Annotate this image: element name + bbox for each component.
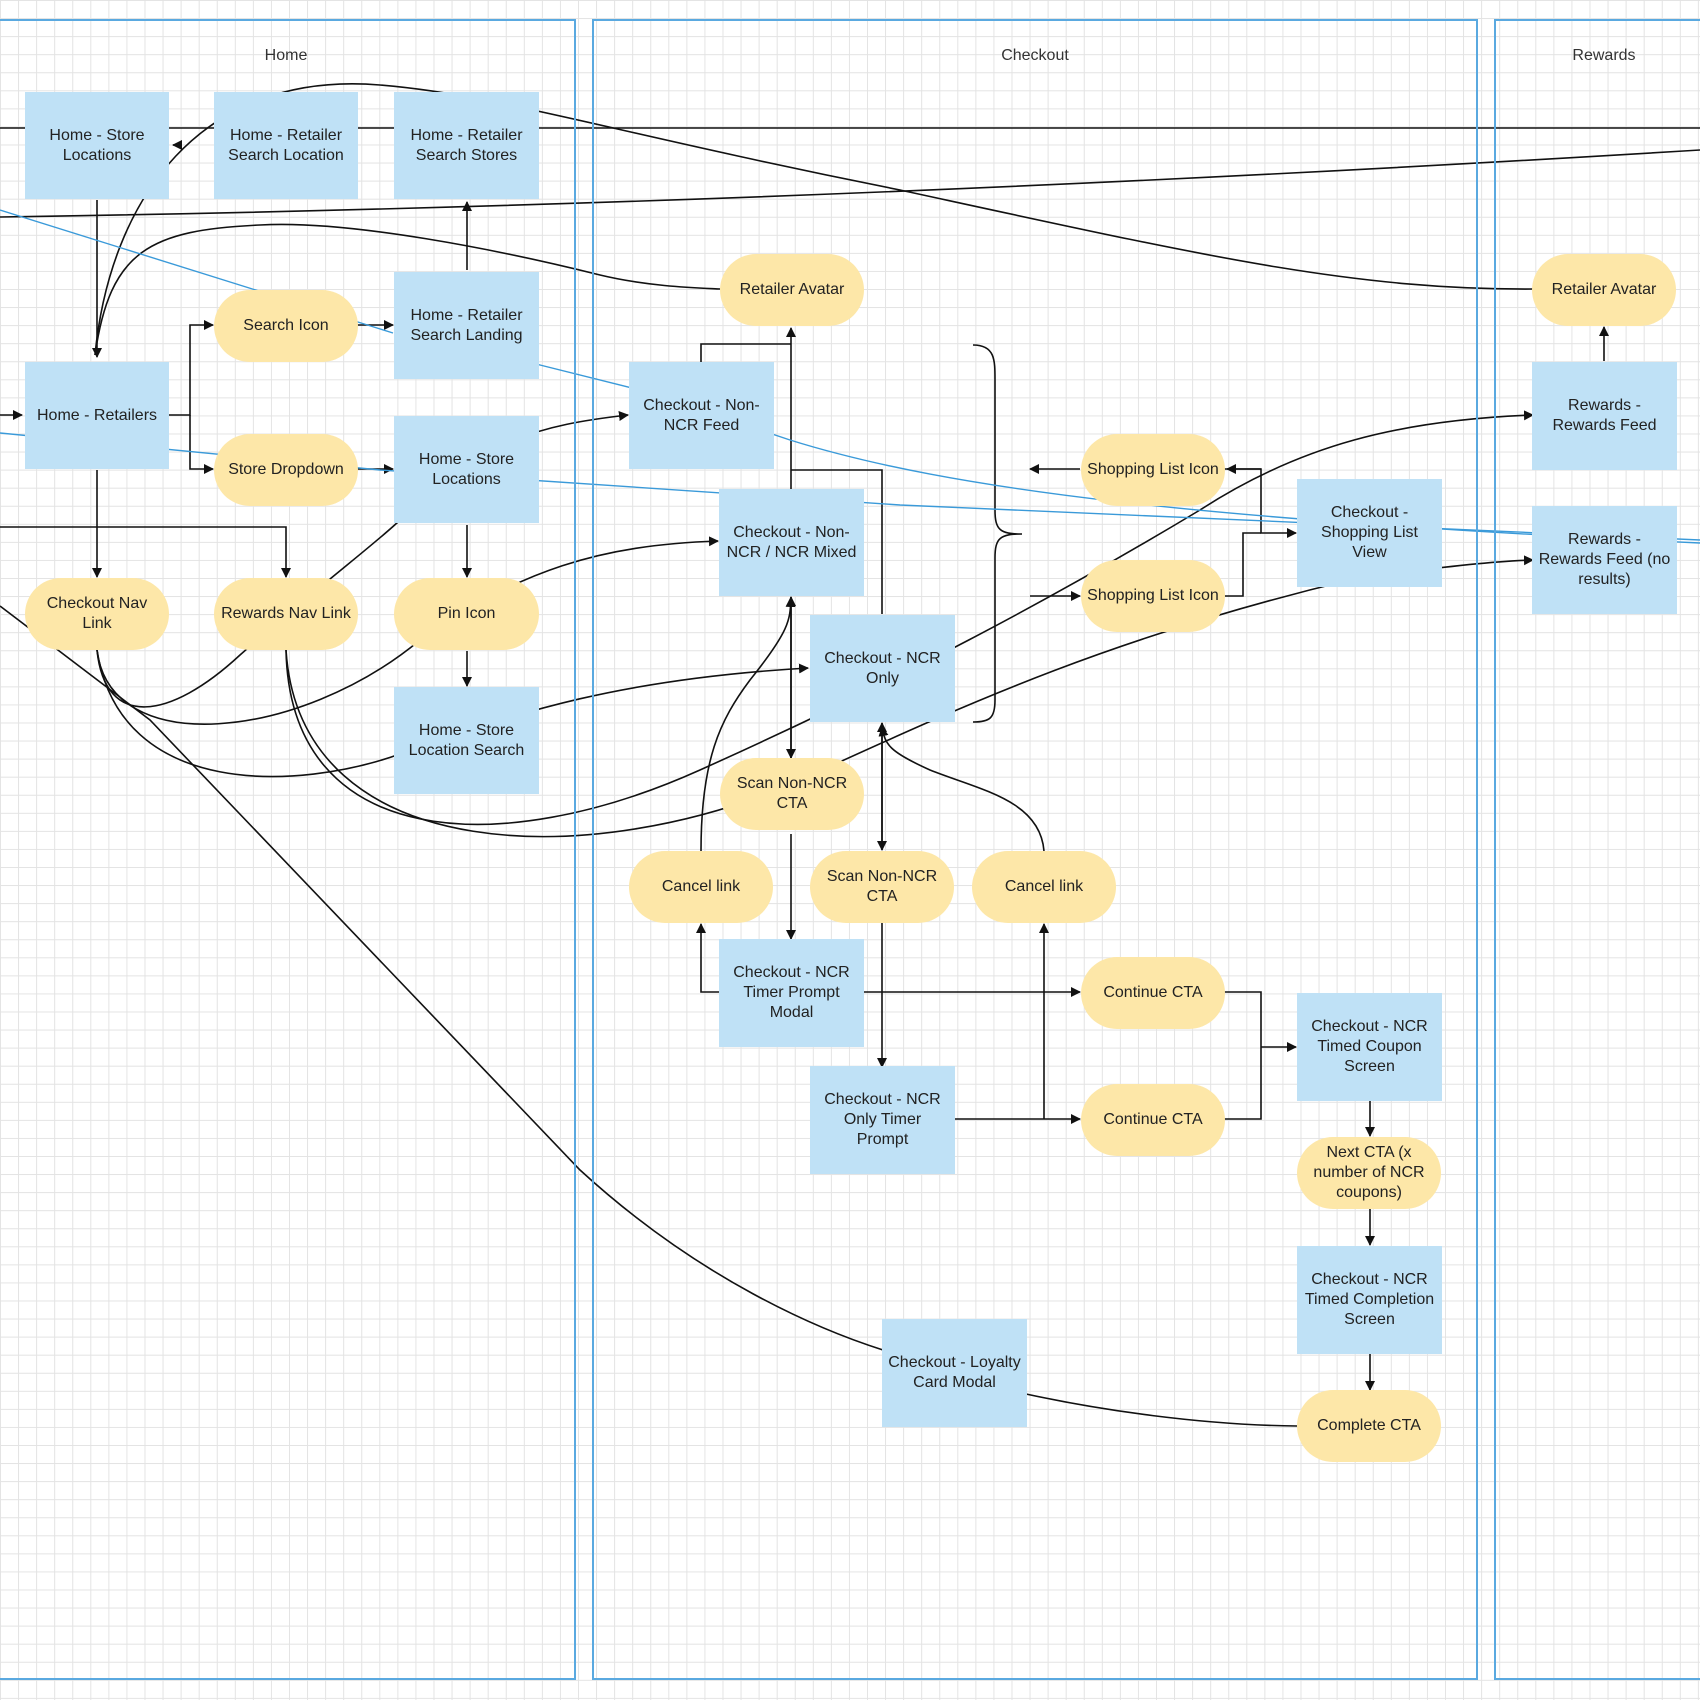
lane-title: Checkout (1001, 47, 1069, 64)
lane-title: Home (264, 47, 308, 64)
screen-ncr-timer-prompt-modal[interactable]: Checkout - NCR Timer Prompt Modal (719, 939, 864, 1047)
screen-home-retailer-search-stores[interactable]: Home - Retailer Search Stores (394, 92, 539, 199)
screen-rewards-feed-no-results[interactable]: Rewards - Rewards Feed (no results) (1532, 506, 1677, 614)
connector (1025, 1393, 1298, 1427)
action-rewards-nav-link[interactable]: Rewards Nav Link (214, 578, 358, 650)
connector (168, 320, 214, 416)
connector (878, 726, 1045, 852)
connector (700, 597, 796, 852)
connector (94, 83, 1534, 356)
connector (700, 343, 791, 363)
connector (94, 223, 721, 356)
screen-home-store-locations-2[interactable]: Home - Store Locations (394, 416, 539, 523)
action-pin-icon[interactable]: Pin Icon (394, 578, 539, 650)
action-cancel-link-2[interactable]: Cancel link (972, 851, 1116, 923)
screen-ncr-only-timer-prompt[interactable]: Checkout - NCR Only Timer Prompt (810, 1066, 955, 1174)
action-scan-non-ncr-cta[interactable]: Scan Non-NCR CTA (720, 758, 864, 830)
lane-home: Home (0, 19, 576, 1680)
action-complete-cta[interactable]: Complete CTA (1297, 1390, 1441, 1462)
screen-home-retailer-search-location[interactable]: Home - Retailer Search Location (214, 92, 358, 199)
action-checkout-nav-link[interactable]: Checkout Nav Link (25, 578, 169, 650)
action-search-icon[interactable]: Search Icon (214, 290, 358, 362)
action-shopping-list-icon[interactable]: Shopping List Icon (1081, 434, 1225, 506)
connector (696, 923, 720, 993)
action-cancel-link[interactable]: Cancel link (629, 851, 773, 923)
connector (0, 526, 291, 578)
action-scan-non-ncr-cta-2[interactable]: Scan Non-NCR CTA (810, 851, 954, 923)
screen-ncr-timed-coupon-screen[interactable]: Checkout - NCR Timed Coupon Screen (1297, 993, 1442, 1101)
action-continue-cta-2[interactable]: Continue CTA (1081, 1084, 1225, 1156)
screen-home-retailer-search-landing[interactable]: Home - Retailer Search Landing (394, 272, 539, 379)
action-shopping-list-icon-2[interactable]: Shopping List Icon (1081, 560, 1225, 632)
screen-home-store-location-search[interactable]: Home - Store Location Search (394, 687, 539, 794)
connector (791, 469, 883, 614)
action-next-cta[interactable]: Next CTA (x number of NCR coupons) (1297, 1137, 1441, 1209)
screen-checkout-non-ncr-feed[interactable]: Checkout - Non-NCR Feed (629, 362, 774, 469)
screen-ncr-timed-completion-screen[interactable]: Checkout - NCR Timed Completion Screen (1297, 1246, 1442, 1354)
connector (0, 605, 884, 1351)
action-retailer-avatar[interactable]: Retailer Avatar (720, 254, 864, 326)
screen-checkout-mixed[interactable]: Checkout - Non-NCR / NCR Mixed (719, 489, 864, 596)
screen-shopping-list-view[interactable]: Checkout - Shopping List View (1297, 479, 1442, 587)
lane-checkout: Checkout (592, 19, 1478, 1680)
screen-checkout-ncr-only[interactable]: Checkout - NCR Only (810, 615, 955, 722)
screen-home-store-locations[interactable]: Home - Store Locations (25, 92, 169, 199)
connector (96, 536, 719, 725)
connector (1224, 532, 1261, 597)
connector (189, 415, 214, 474)
screen-loyalty-card-modal[interactable]: Checkout - Loyalty Card Modal (882, 1319, 1027, 1427)
brace (972, 344, 1023, 723)
action-continue-cta[interactable]: Continue CTA (1081, 957, 1225, 1029)
action-retailer-avatar-rewards[interactable]: Retailer Avatar (1532, 254, 1676, 326)
screen-home-retailers[interactable]: Home - Retailers (25, 362, 169, 469)
connector (0, 149, 1700, 218)
lane-rewards: Rewards (1494, 19, 1700, 1680)
connector-blue (519, 359, 1700, 544)
connector (1224, 991, 1262, 1120)
lane-title: Rewards (1572, 47, 1636, 64)
screen-rewards-feed[interactable]: Rewards - Rewards Feed (1532, 362, 1677, 470)
action-store-dropdown[interactable]: Store Dropdown (214, 434, 358, 506)
